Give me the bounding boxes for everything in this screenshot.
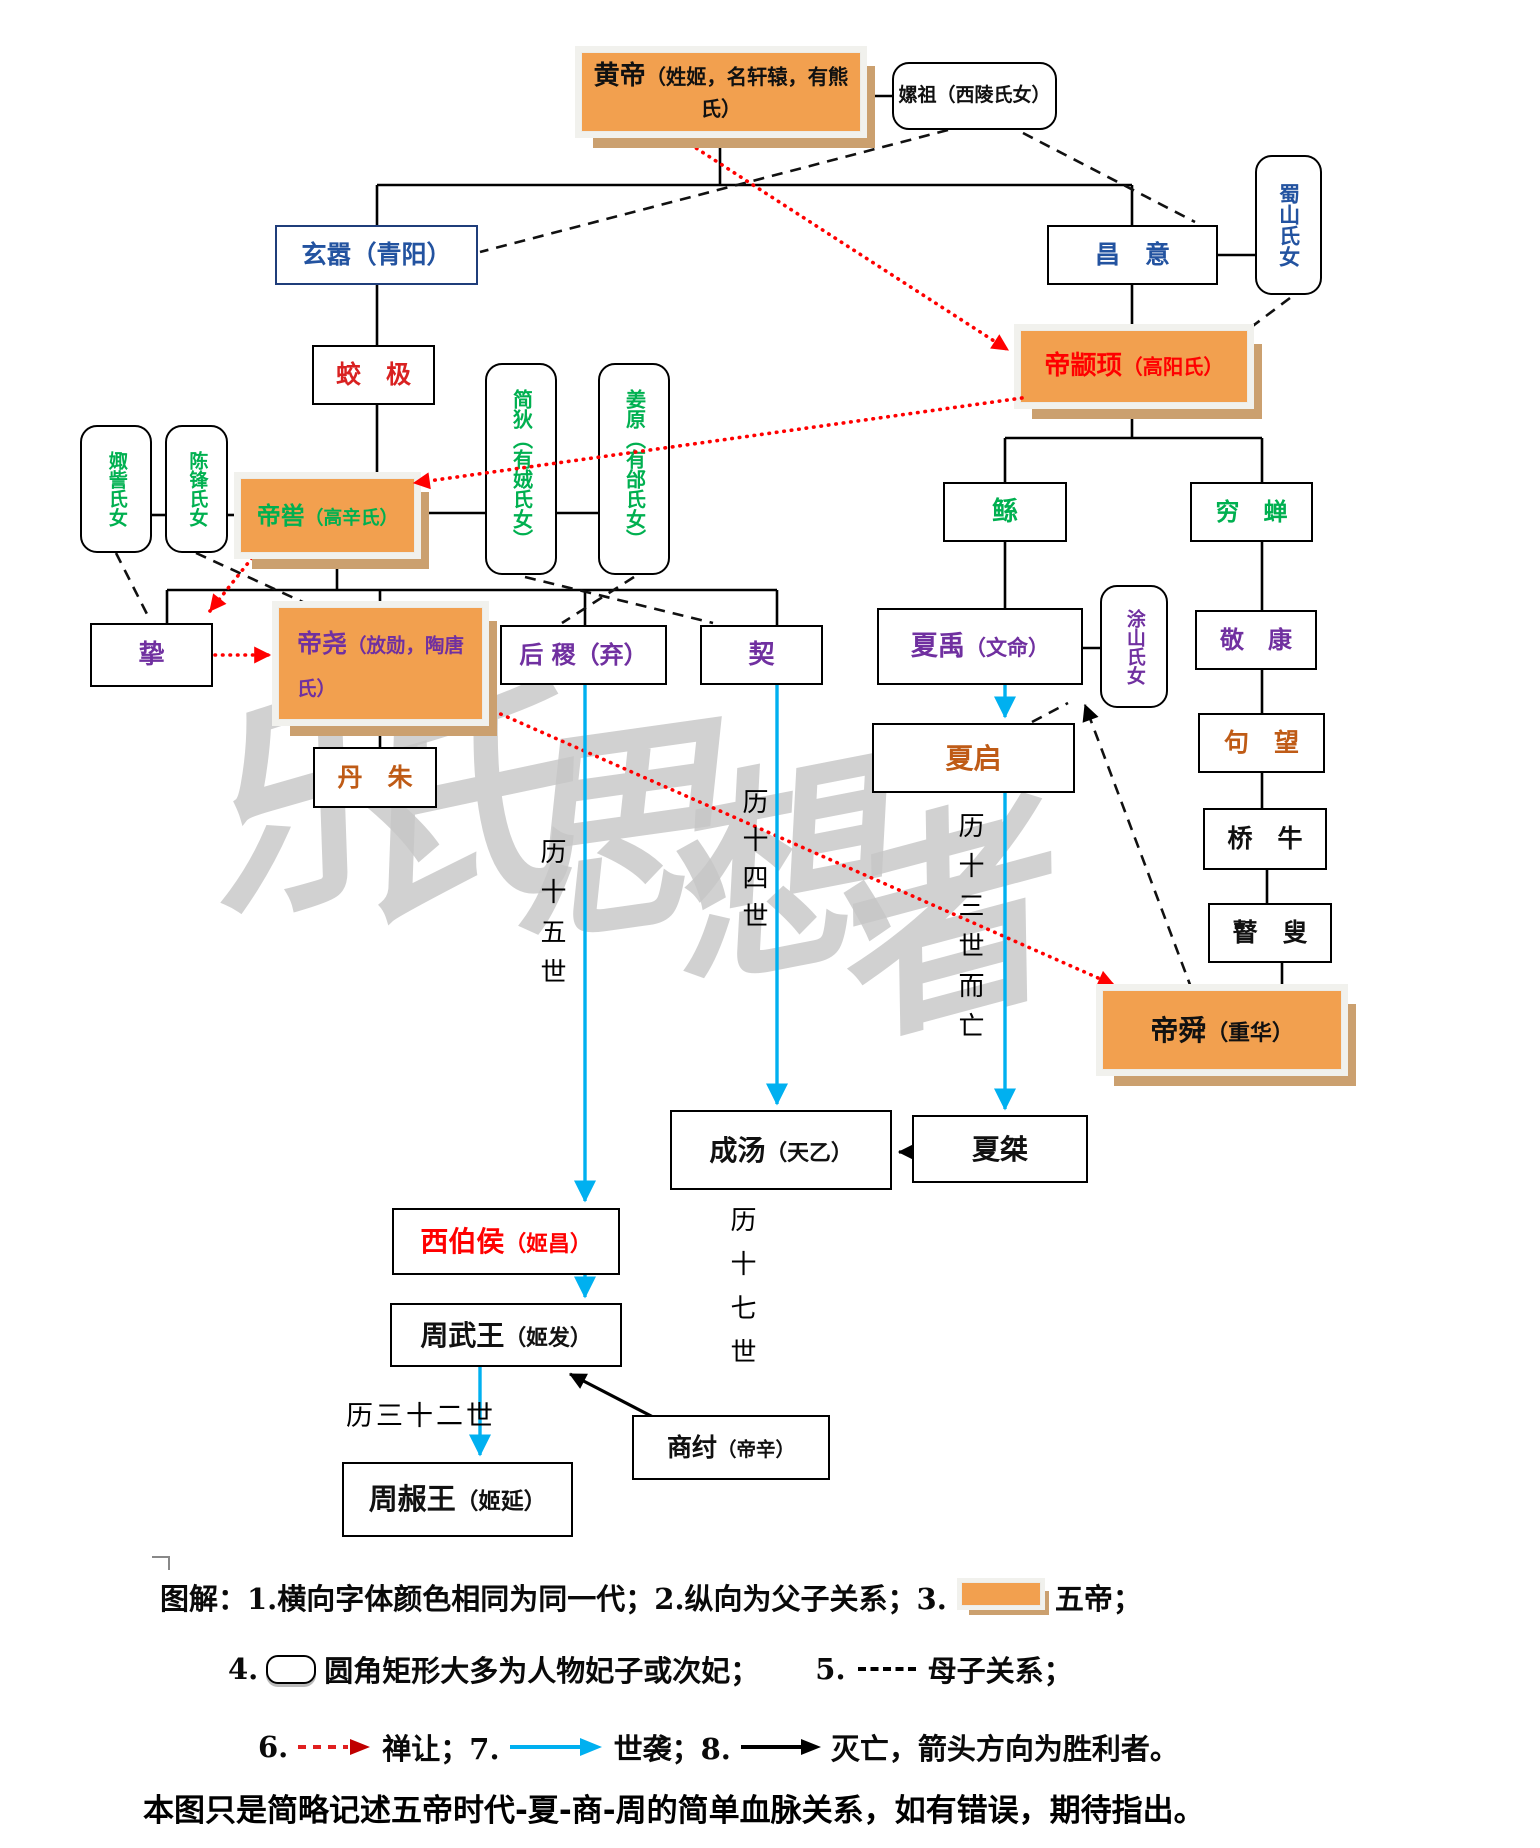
node-juwang: 句 望 (1198, 713, 1325, 773)
legend-text-mother: 母子关系； (927, 1654, 1073, 1688)
red-dashed-arrow-swatch (298, 1739, 371, 1755)
node-jiangyuan: 姜原（有邰氏女） (598, 363, 670, 575)
abdication-arrows (208, 126, 1116, 987)
node-gun: 鲧 (943, 482, 1067, 542)
legend-row-1: 图解：1.横向字体颜色相同为同一代；2.纵向为父子关系；3. 五帝； (160, 1576, 1142, 1618)
node-zhi: 挚 (90, 623, 213, 687)
legend-text-conquest: 灭亡，箭头方向为胜利者。 (830, 1732, 1179, 1766)
node-huangdi: 黄帝（姓姬，名轩辕，有熊氏） (581, 52, 861, 132)
parent-lines (152, 94, 1284, 990)
footnote: 本图只是简略记述五帝时代-夏-商-周的简单血脉关系，如有错误，期待指出。 (143, 1793, 1205, 1829)
gen-label-zhou: 历三十二世 (346, 1401, 496, 1432)
node-tushan: 涂山氏女 (1100, 585, 1168, 708)
node-diku: 帝喾（高辛氏） (240, 478, 415, 553)
node-zhounanwang: 周赧王（姬延） (342, 1462, 573, 1537)
node-xiayu: 夏禹（文命） (877, 608, 1083, 685)
gen-label-zhou-pre: 历十五世 (536, 838, 566, 998)
node-gusou: 瞽 叟 (1208, 903, 1332, 963)
legend-text-rounded: 圆角矩形大多为人物妃子或次妃； (324, 1654, 760, 1688)
dashed-line-swatch (857, 1667, 916, 1671)
node-xuanxiao: 玄嚣（青阳） (275, 225, 478, 285)
gen-label-shang: 历十七世 (726, 1206, 756, 1382)
node-jiaoji: 蛟 极 (312, 345, 435, 405)
node-xiaqi: 夏启 (872, 723, 1075, 793)
node-jiandi: 简狄（有娀氏女） (485, 363, 557, 575)
node-changyi: 昌 意 (1047, 225, 1218, 285)
node-danzhu: 丹 朱 (313, 747, 437, 808)
legend-row1-text: 图解：1.横向字体颜色相同为同一代；2.纵向为父子关系；3. (160, 1582, 947, 1616)
node-chenfeng: 陈锋氏女 (165, 425, 228, 553)
corner-mark (152, 1556, 170, 1570)
node-shangzhou: 商纣（帝辛） (632, 1415, 830, 1480)
legend-row-3: 6. 禅让；7. 世袭；8. 灭亡，箭头方向为胜利者。 (258, 1726, 1179, 1768)
legend-row-2: 4. 圆角矩形大多为人物妃子或次妃； 5. 母子关系； (228, 1648, 1073, 1690)
node-juzi: 娵訾氏女 (80, 425, 152, 553)
gen-label-shang-pre: 历十四世 (738, 788, 768, 940)
blue-arrow-swatch (509, 1738, 602, 1756)
legend-num-4: 4. (228, 1652, 259, 1686)
node-xiajie: 夏桀 (912, 1115, 1088, 1183)
legend-num-6: 6. (258, 1730, 289, 1764)
node-diyao: 帝尧（放勋，陶唐氏） (278, 607, 483, 720)
node-jingkang: 敬 康 (1195, 610, 1317, 670)
hereditary-arrows (469, 685, 1016, 1457)
node-xibohou: 西伯侯（姬昌） (392, 1208, 620, 1275)
node-qiaoniu: 桥 牛 (1203, 808, 1327, 870)
legend-text-abdicate: 禅让；7. (382, 1732, 500, 1766)
legend-num-5: 5. (815, 1652, 846, 1686)
node-xie: 契 (700, 625, 823, 685)
node-zhuanxu: 帝颛顼（高阳氏） (1020, 330, 1248, 403)
emperor-swatch (960, 1582, 1041, 1606)
node-shushan: 蜀山氏女 (1255, 155, 1322, 295)
node-chengtang: 成汤（天乙） (670, 1110, 892, 1190)
node-houji: 后 稷（弃） (500, 625, 667, 685)
black-arrow-swatch (740, 1739, 821, 1755)
node-qiongchan: 穷 蝉 (1190, 482, 1313, 542)
node-zhouwuwang: 周武王（姬发） (390, 1303, 622, 1367)
mother-lines (114, 128, 1291, 991)
node-leizu: 嫘祖（西陵氏女） (892, 62, 1057, 130)
node-dishun: 帝舜（重华） (1102, 990, 1342, 1070)
gen-label-xia: 历十三世而亡 (954, 812, 984, 1052)
legend-row1-suffix: 五帝； (1054, 1582, 1142, 1616)
legend-text-hereditary: 世袭；8. (613, 1732, 731, 1766)
rounded-rect-swatch (266, 1654, 317, 1684)
